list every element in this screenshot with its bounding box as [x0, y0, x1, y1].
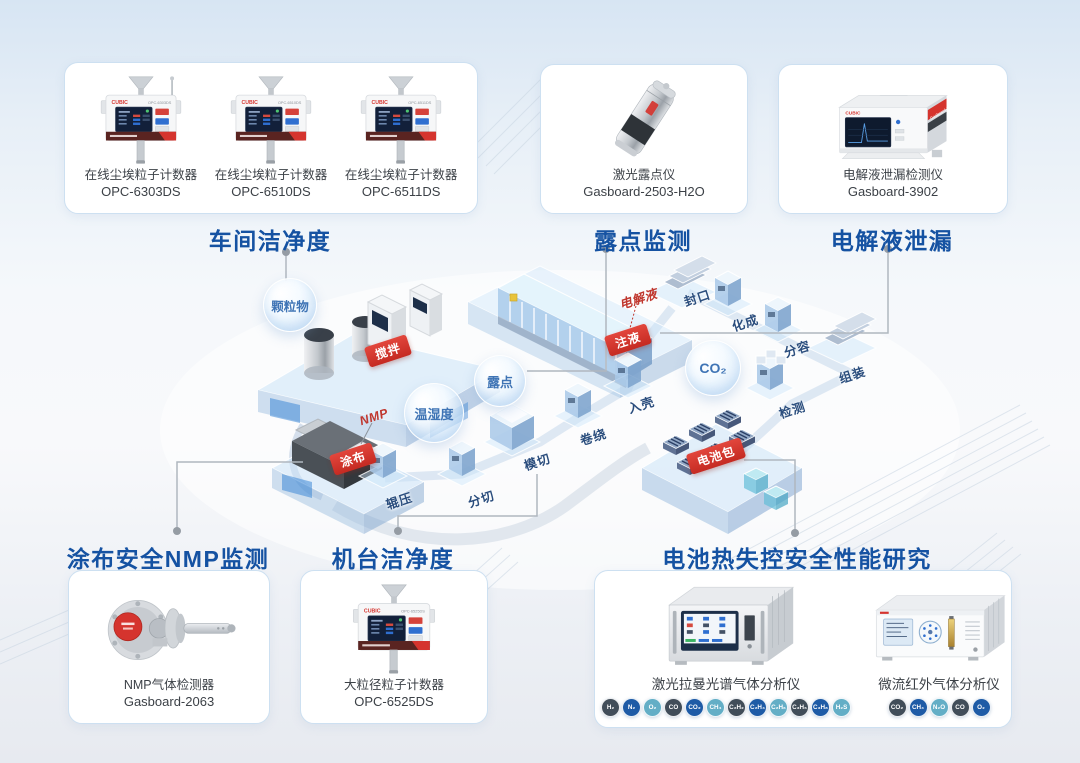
- card-thermal-runaway-research: 激光拉曼光谱气体分析仪 H₂ N₂ O₂ CO CO₂ CH₄ C₂H₂ C₂H…: [594, 570, 1012, 728]
- gas-badge: CO₂: [685, 698, 704, 717]
- card-workshop-cleanliness: CUBIC OPC-6303DS 在线尘埃粒子计数器 OPC-6303DS CU…: [64, 62, 478, 214]
- bubble-dew-point: 露点: [474, 355, 526, 407]
- gas-badge: O₂: [643, 698, 662, 717]
- gas-badge: C₂H₂: [727, 698, 746, 717]
- device-opc-6510ds: CUBIC OPC-6510DS 在线尘埃粒子计数器 OPC-6510DS: [214, 67, 328, 209]
- title-nmp-monitoring: 涂布安全NMP监测: [66, 546, 270, 572]
- title-electrolyte-leak: 电解液泄漏: [830, 228, 954, 254]
- particle-counter-image: CUBIC OPC-6510DS: [230, 76, 312, 164]
- svg-text:OPC-6303DS: OPC-6303DS: [148, 101, 172, 105]
- analyzer-name: 微流红外气体分析仪: [878, 677, 1000, 692]
- device-name: 在线尘埃粒子计数器: [214, 167, 328, 182]
- gas-badge: CH₄: [706, 698, 725, 717]
- device-model: OPC-6511DS: [361, 184, 441, 200]
- gas-badge: H₂: [601, 698, 620, 717]
- card-machine-cleanliness: CUBIC OPC-6525DS 大粒径粒子计数器 OPC-6525DS: [300, 570, 488, 724]
- gas-badge: C₂H₄: [748, 698, 767, 717]
- connector-dots: [173, 245, 892, 537]
- bubble-temp-humidity-label: 温湿度: [414, 406, 454, 422]
- device-opc-6303ds: CUBIC OPC-6303DS 在线尘埃粒子计数器 OPC-6303DS: [84, 67, 198, 209]
- dewpoint-sensor-image: [614, 80, 676, 157]
- nmp-device-row: NMP气体检测器 Gasboard-2063: [69, 571, 269, 723]
- leak-detector-image: Gasboard-3902 CUBIC: [838, 95, 956, 159]
- device-gasboard-2063: NMP气体检测器 Gasboard-2063: [85, 575, 253, 719]
- bubble-co2: CO₂: [685, 340, 741, 396]
- gas-badge: N₂: [622, 698, 641, 717]
- gas-badge: CO: [950, 698, 970, 717]
- raman-gas-badges: H₂ N₂ O₂ CO CO₂ CH₄ C₂H₂ C₂H₄ C₂H₆ C₃H₆ …: [601, 698, 851, 717]
- device-gasboard-3902: Gasboard-3902 CUBIC 电解液泄漏检测仪 Gasboard-39…: [807, 69, 979, 209]
- testing-machine: [745, 349, 795, 401]
- dewpoint-device-row: 激光露点仪 Gasboard-2503-H2O: [541, 65, 747, 213]
- svg-text:OPC-6511DS: OPC-6511DS: [408, 101, 431, 105]
- svg-text:OPC-6510DS: OPC-6510DS: [278, 101, 302, 105]
- svg-text:CUBIC: CUBIC: [845, 111, 861, 117]
- title-dewpoint-monitoring: 露点监测: [594, 228, 692, 254]
- device-name: 在线尘埃粒子计数器: [344, 167, 458, 182]
- battery-pack-graphic: [640, 408, 804, 534]
- particle-counter-image: CUBIC OPC-6511DS: [360, 76, 442, 164]
- device-ndir-analyzer: 微流红外气体分析仪 CO₂ CH₄ N₂O CO O₂: [851, 584, 1027, 717]
- device-gasboard-2503: 激光露点仪 Gasboard-2503-H2O: [583, 69, 705, 209]
- gas-badge: CH₄: [908, 698, 928, 717]
- card-electrolyte-leak: Gasboard-3902 CUBIC 电解液泄漏检测仪 Gasboard-39…: [778, 64, 1008, 214]
- raman-analyzer-image: [667, 586, 795, 665]
- device-name: 电解液泄漏检测仪: [842, 167, 943, 182]
- bubble-dew-point-label: 露点: [486, 374, 513, 390]
- nmp-detector-image: [107, 600, 236, 660]
- gas-badge: CO: [664, 698, 683, 717]
- title-machine-cleanliness: 机台洁净度: [331, 546, 455, 572]
- bubble-particulate: 颗粒物: [263, 278, 317, 332]
- machine-device-row: CUBIC OPC-6525DS 大粒径粒子计数器 OPC-6525DS: [301, 571, 487, 723]
- bubble-particulate-label: 颗粒物: [271, 299, 309, 314]
- gas-badge: H₂S: [832, 698, 851, 717]
- svg-text:CUBIC: CUBIC: [242, 100, 259, 106]
- gas-badge: O₂: [971, 698, 991, 717]
- gas-badge: C₂H₆: [769, 698, 788, 717]
- research-device-row: 激光拉曼光谱气体分析仪 H₂ N₂ O₂ CO CO₂ CH₄ C₂H₂ C₂H…: [595, 571, 1011, 727]
- device-model: Gasboard-3902: [847, 184, 939, 200]
- card-dewpoint: 激光露点仪 Gasboard-2503-H2O: [540, 64, 748, 214]
- device-opc-6525ds: CUBIC OPC-6525DS 大粒径粒子计数器 OPC-6525DS: [344, 575, 444, 719]
- ndir-gas-badges: CO₂ CH₄ N₂O CO O₂: [887, 698, 991, 717]
- device-name: 激光露点仪: [612, 167, 676, 182]
- analyzer-name: 激光拉曼光谱气体分析仪: [651, 677, 801, 692]
- connector-lines: [176, 249, 889, 533]
- device-model: Gasboard-2063: [123, 694, 215, 710]
- workshop-device-row: CUBIC OPC-6303DS 在线尘埃粒子计数器 OPC-6303DS CU…: [65, 63, 477, 213]
- particle-counter-image: CUBIC OPC-6303DS: [100, 76, 182, 164]
- card-nmp-detector: NMP气体检测器 Gasboard-2063: [68, 570, 270, 724]
- device-raman-analyzer: 激光拉曼光谱气体分析仪 H₂ N₂ O₂ CO CO₂ CH₄ C₂H₂ C₂H…: [601, 574, 851, 717]
- device-name: NMP气体检测器: [123, 677, 215, 692]
- leak-device-row: Gasboard-3902 CUBIC 电解液泄漏检测仪 Gasboard-39…: [779, 65, 1007, 213]
- svg-text:CUBIC: CUBIC: [364, 609, 381, 615]
- gas-badge: CO₂: [887, 698, 907, 717]
- gas-badge: N₂O: [929, 698, 949, 717]
- svg-text:CUBIC: CUBIC: [372, 100, 389, 106]
- device-model: OPC-6525DS: [354, 694, 434, 710]
- bubble-co2-label: CO₂: [699, 360, 727, 376]
- device-opc-6511ds: CUBIC OPC-6511DS 在线尘埃粒子计数器 OPC-6511DS: [344, 67, 458, 209]
- svg-text:CUBIC: CUBIC: [111, 100, 128, 106]
- process-stations-graphic: [358, 255, 877, 489]
- svg-text:OPC-6525DS: OPC-6525DS: [401, 609, 425, 614]
- die-cutting-machine: [482, 403, 542, 457]
- device-name: 大粒径粒子计数器: [343, 677, 444, 692]
- title-workshop-cleanliness: 车间洁净度: [208, 228, 332, 254]
- title-thermal-runaway-research: 电池热失控安全性能研究: [662, 546, 932, 572]
- bubble-temp-humidity: 温湿度: [404, 383, 464, 443]
- ndir-analyzer-image: [875, 595, 1006, 661]
- device-name: 在线尘埃粒子计数器: [84, 167, 198, 182]
- gas-badge: C₃H₈: [811, 698, 830, 717]
- device-model: OPC-6303DS: [101, 184, 181, 200]
- device-model: Gasboard-2503-H2O: [583, 184, 705, 200]
- gas-badge: C₃H₆: [790, 698, 809, 717]
- coating-machine-graphic: [270, 418, 426, 534]
- particle-counter-image: CUBIC OPC-6525DS: [352, 584, 436, 674]
- device-model: OPC-6510DS: [231, 184, 311, 200]
